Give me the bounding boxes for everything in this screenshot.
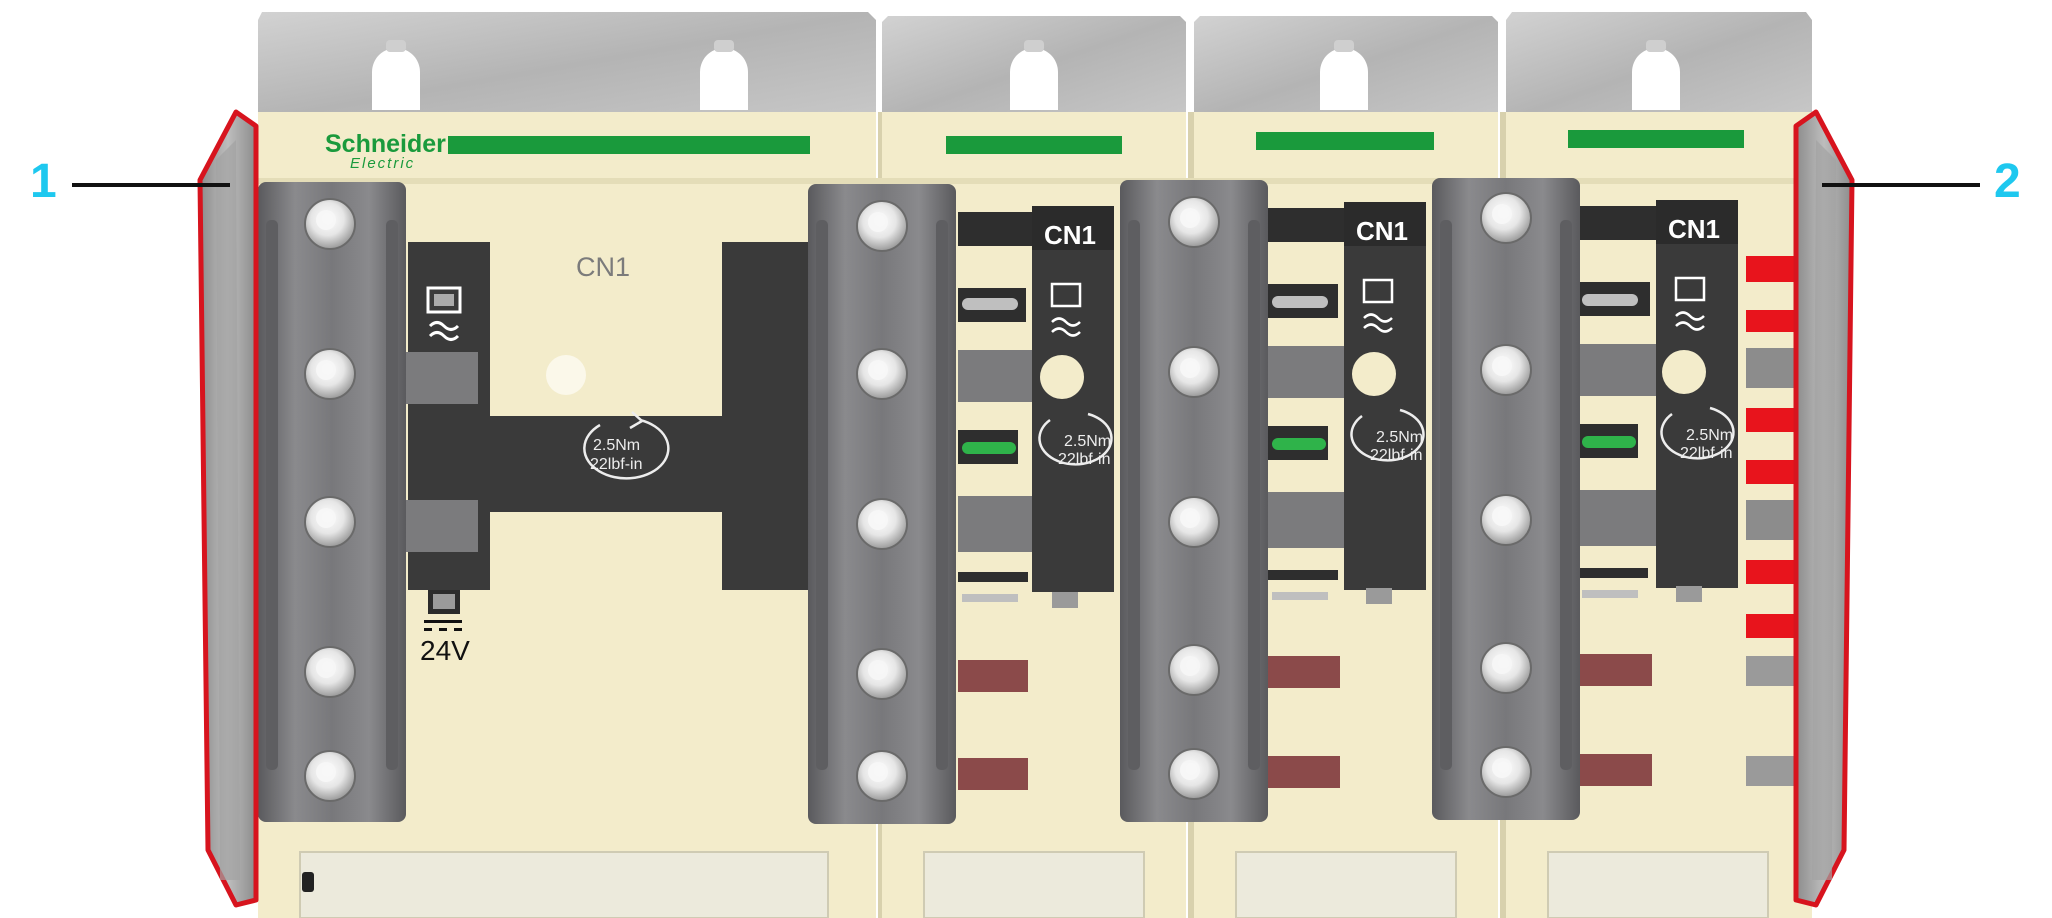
callout-2-leader xyxy=(1822,183,1980,187)
main-cn1-label: CN1 xyxy=(576,252,630,282)
module-3-cn1: CN1 xyxy=(1668,214,1720,244)
module-1-torque-nm: 2.5Nm xyxy=(1064,433,1111,450)
module-2-torque-lbf: 22lbf-in xyxy=(1370,447,1422,464)
green-stripe-1 xyxy=(946,136,1122,154)
module-2-cn1: CN1 xyxy=(1356,216,1408,246)
torque-icon xyxy=(1660,406,1735,460)
callout-2-number: 2 xyxy=(1994,155,2021,208)
callout-1-leader xyxy=(72,183,230,187)
torque-icon xyxy=(583,411,670,480)
module-1-torque-lbf: 22lbf-in xyxy=(1058,451,1110,468)
green-stripe-main xyxy=(448,136,810,154)
module-1-cn1: CN1 xyxy=(1044,220,1096,250)
ac-power-icon xyxy=(1362,278,1394,333)
left-end-cover xyxy=(197,109,259,908)
module-2-torque-nm: 2.5Nm xyxy=(1376,429,1423,446)
green-stripe-2 xyxy=(1256,132,1434,150)
ac-power-icon xyxy=(1674,276,1706,331)
ac-power-icon xyxy=(426,286,462,341)
side-module-3-panel: CN1 2.5Nm 22lbf-in xyxy=(1547,200,1808,918)
main-torque-nm: 2.5Nm xyxy=(593,437,640,454)
top-labels: Schneider Electric xyxy=(325,130,1744,172)
bracket-main xyxy=(258,12,876,120)
busbars xyxy=(258,178,1580,824)
green-stripe-3 xyxy=(1568,130,1744,148)
callout-1-number: 1 xyxy=(30,155,57,208)
voltage-label: 24V xyxy=(420,635,470,666)
torque-icon xyxy=(1038,412,1113,466)
module-3-torque-nm: 2.5Nm xyxy=(1686,427,1733,444)
main-torque-lbf: 22lbf-in xyxy=(590,456,642,473)
mounting-brackets xyxy=(258,12,1812,120)
side-module-1-panel: CN1 2.5Nm 22lbf-in xyxy=(923,206,1145,918)
torque-icon xyxy=(1350,408,1425,462)
side-module-2-panel: CN1 2.5Nm 22lbf-in xyxy=(1235,202,1457,918)
ac-power-icon xyxy=(1050,282,1082,337)
brand-sub: Electric xyxy=(350,155,415,172)
right-end-cover xyxy=(1793,109,1855,908)
module-3-torque-lbf: 22lbf-in xyxy=(1680,445,1732,462)
brand-name: Schneider xyxy=(325,130,446,158)
dc-power-icon xyxy=(424,590,462,631)
main-module-panel: CN1 2.5Nm 22lbf-in 24V xyxy=(299,242,829,918)
